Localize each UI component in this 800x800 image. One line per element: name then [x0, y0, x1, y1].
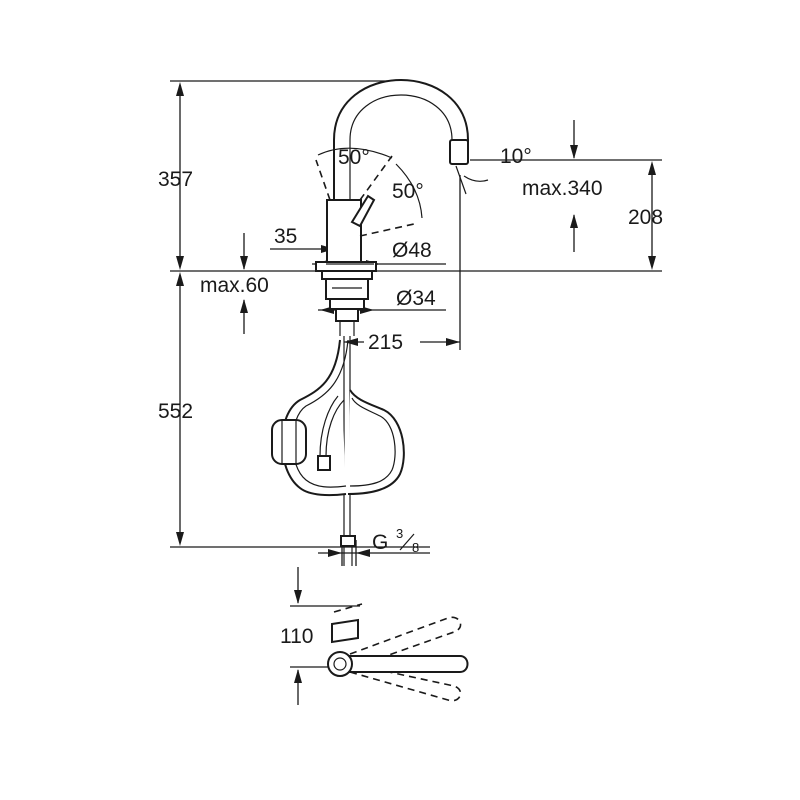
dim-diameter-34: Ø34 [396, 287, 436, 310]
dim-thread-num: 3 [396, 526, 403, 541]
top-view-spout [339, 655, 469, 673]
dim-thread-den: 8 [412, 540, 419, 555]
hose-weight [271, 419, 307, 465]
dim-357: 357 [158, 168, 193, 191]
dim-lever-angle: 50° [392, 180, 424, 203]
top-view-lever [331, 618, 359, 644]
dim-thread-g: G [372, 531, 388, 554]
lever [350, 194, 376, 228]
dim-552: 552 [158, 400, 193, 423]
faucet-top-view [327, 603, 469, 702]
dim-spray-angle: 10° [500, 145, 532, 168]
dim-diameter-48: Ø48 [392, 239, 432, 262]
dim-208: 208 [628, 206, 663, 229]
faucet-body [326, 199, 362, 271]
dim-215: 215 [368, 331, 403, 354]
top-view-body [327, 651, 353, 677]
dim-35: 35 [274, 225, 297, 248]
dim-swivel-angle: 50° [338, 146, 370, 169]
spout [333, 79, 469, 212]
dim-110: 110 [280, 625, 313, 648]
dim-max-340: max.340 [522, 177, 603, 200]
hose-loop [281, 339, 347, 497]
dimension-labels: 357 552 208 50° 50° 10° max.340 35 Ø48 m… [158, 145, 663, 648]
dimension-lines [170, 80, 662, 705]
dim-max-60: max.60 [200, 274, 269, 297]
faucet-side-view [271, 79, 489, 566]
spray-head [449, 139, 469, 165]
